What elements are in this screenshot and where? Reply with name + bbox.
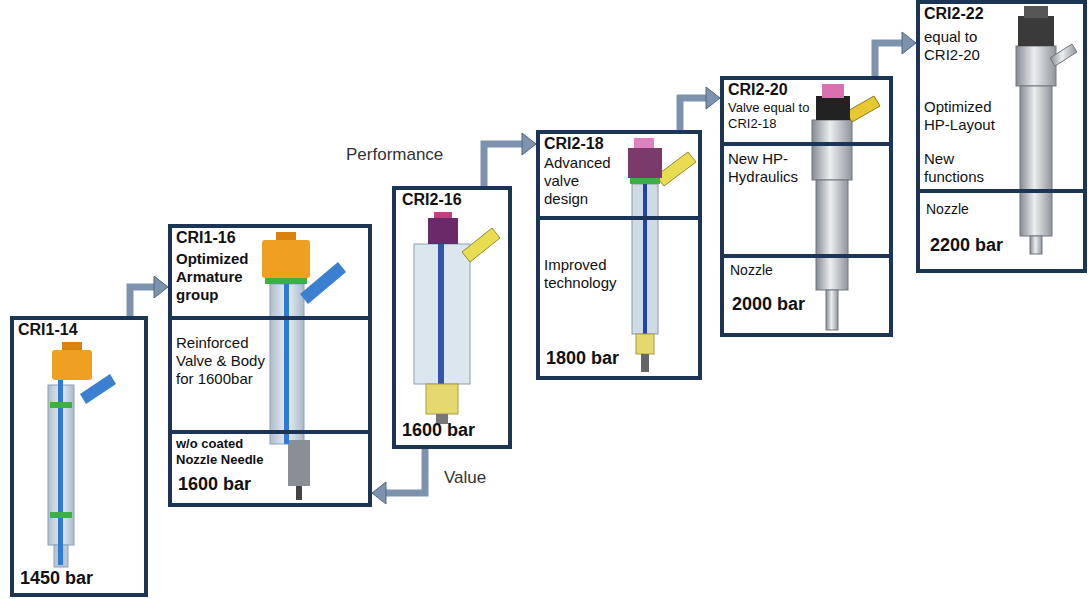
stage-box: CRI2-18Advanced valve designImproved tec… — [536, 130, 702, 380]
text-slot: Reinforced Valve & Body for 1600bar — [176, 334, 272, 388]
text-slot: New functions — [924, 150, 1010, 186]
text-slot: CRI1-16 — [176, 228, 260, 247]
text-slot: Nozzle — [730, 262, 810, 279]
stage-section: Optimized Armature group — [172, 246, 368, 320]
text-slot: Nozzle — [926, 201, 1006, 218]
text-slot: 1800 bar — [546, 348, 646, 370]
text-slot: Optimized HP-Layout — [924, 98, 1010, 134]
feature-text: Valve equal to CRI2-18 — [728, 100, 814, 131]
text-slot: 2000 bar — [732, 294, 832, 316]
stage-box: CRI2-20Valve equal to CRI2-18New HP-Hydr… — [720, 76, 893, 337]
text-slot: 1600 bar — [402, 420, 502, 442]
injector-cri2-20 — [812, 84, 880, 330]
stage-section: Improved technology 1800 bar — [540, 220, 698, 376]
text-slot: w/o coated Nozzle Needle — [176, 436, 282, 467]
text-slot: 1600 bar — [178, 474, 278, 496]
pressure-value: 2200 bar — [930, 235, 1030, 257]
text-slot: CRI2-16 — [402, 190, 492, 209]
stage-section: Nozzle 2000 bar — [724, 258, 889, 333]
flow-arrow — [484, 133, 536, 186]
flow-arrow — [875, 32, 916, 76]
text-slot: CRI2-22 — [924, 4, 1008, 23]
injector-cri2-16 — [414, 212, 500, 424]
injector-cri1-14 — [48, 342, 116, 567]
text-slot: New HP-Hydraulics — [728, 150, 814, 186]
stage-section: w/o coated Nozzle Needle 1600 bar — [172, 434, 368, 503]
nozzle-label: Nozzle — [926, 201, 1006, 218]
feature-text: Reinforced Valve & Body for 1600bar — [176, 334, 272, 388]
feature-text: New functions — [924, 150, 1010, 186]
pressure-value: 2000 bar — [732, 294, 832, 316]
text-slot: CRI2-20 — [728, 80, 812, 99]
model-name: CRI2-18 — [544, 134, 628, 153]
text-slot: 2200 bar — [930, 235, 1030, 257]
stage-section: New HP-Hydraulics — [724, 146, 889, 258]
stage-box: CRI2-22equal to CRI2-20Optimized HP-Layo… — [916, 0, 1087, 273]
nozzle-label: Nozzle — [730, 262, 810, 279]
flow-arrow — [680, 87, 720, 130]
text-slot: CRI1-14 — [18, 320, 108, 339]
stage-section: Valve equal to CRI2-18 — [724, 98, 889, 146]
flow-arrow — [130, 276, 168, 316]
injector-cri2-18 — [628, 138, 696, 372]
feature-text: Optimized HP-Layout — [924, 98, 1010, 134]
pressure-value: 1600 bar — [402, 420, 502, 442]
stage-section: Advanced valve design — [540, 152, 698, 220]
text-slot: Optimized Armature group — [176, 250, 264, 304]
pressure-value: 1800 bar — [546, 348, 646, 370]
text-slot: equal to CRI2-20 — [924, 28, 1010, 64]
model-name: CRI2-16 — [402, 190, 492, 209]
model-name: CRI2-20 — [728, 80, 812, 99]
feature-text: New HP-Hydraulics — [728, 150, 814, 186]
stage-section: Nozzle 2200 bar — [920, 197, 1083, 269]
text-slot: Valve equal to CRI2-18 — [728, 100, 814, 131]
model-name: CRI1-14 — [18, 320, 108, 339]
injector-cri2-22 — [1016, 6, 1077, 254]
injector-cri1-16 — [262, 232, 346, 500]
feature-text: Improved technology — [544, 256, 630, 292]
pressure-value: 1450 bar — [20, 568, 120, 590]
text-slot: Improved technology — [544, 256, 630, 292]
flow-arrow — [372, 449, 425, 504]
feature-text: equal to CRI2-20 — [924, 28, 1010, 64]
text-slot: 1450 bar — [20, 568, 120, 590]
feature-text: Advanced valve design — [544, 154, 626, 208]
feature-text: w/o coated Nozzle Needle — [176, 436, 282, 467]
stage-box: CRI1-16Optimized Armature groupReinforce… — [168, 224, 372, 507]
stage-box: CRI1-14 1450 bar — [10, 316, 148, 597]
edge-label: Performance — [346, 145, 443, 165]
stage-box: CRI2-16 1600 bar — [392, 186, 512, 449]
stage-section: Reinforced Valve & Body for 1600bar — [172, 320, 368, 434]
text-slot: Advanced valve design — [544, 154, 626, 208]
pressure-value: 1600 bar — [178, 474, 278, 496]
edge-label: Value — [444, 468, 486, 488]
model-name: CRI2-22 — [924, 4, 1008, 23]
feature-text: Optimized Armature group — [176, 250, 264, 304]
text-slot: CRI2-18 — [544, 134, 628, 153]
stage-section: equal to CRI2-20Optimized HP-LayoutNew f… — [920, 22, 1083, 193]
model-name: CRI1-16 — [176, 228, 260, 247]
